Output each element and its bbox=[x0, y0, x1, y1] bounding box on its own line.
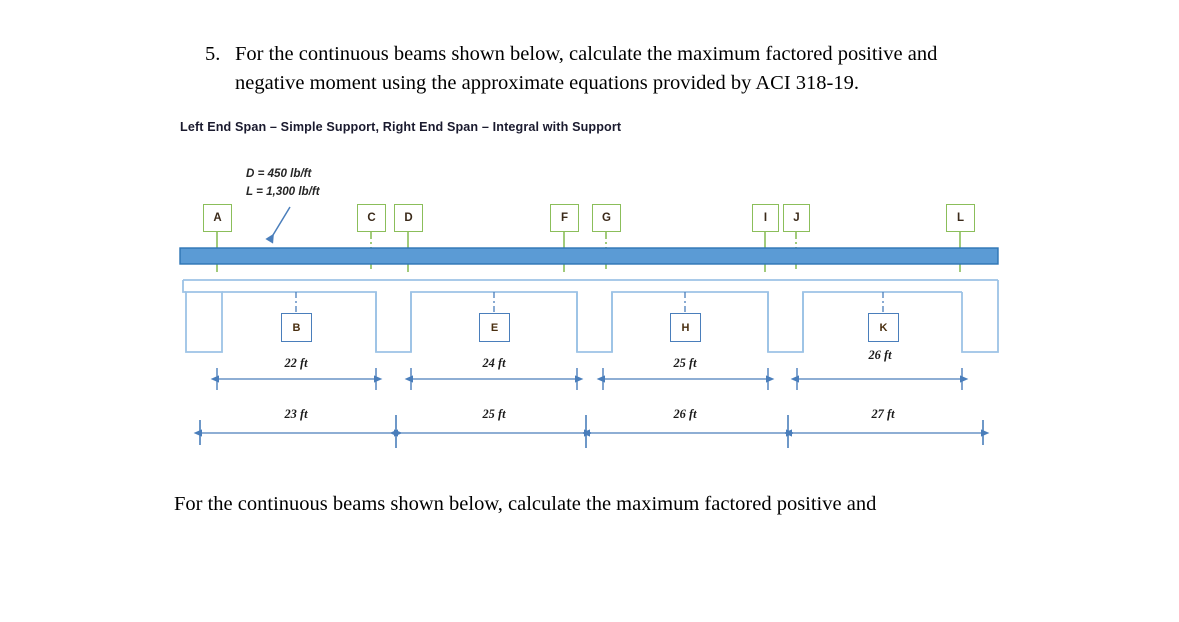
node-label-i-text: I bbox=[763, 212, 768, 224]
top-node-leaders bbox=[216, 232, 961, 272]
clear-span-dim-3: 25 ft bbox=[673, 356, 697, 370]
bottom-node-leaders bbox=[295, 292, 884, 313]
node-label-a[interactable]: A bbox=[203, 204, 232, 232]
question-number: 5. bbox=[205, 43, 221, 65]
node-label-f[interactable]: F bbox=[550, 204, 579, 232]
node-label-l-text: L bbox=[956, 212, 965, 224]
node-label-j-text: J bbox=[793, 212, 800, 224]
clear-span-dim-2: 24 ft bbox=[482, 356, 506, 370]
question-text: For the continuous beams shown below, ca… bbox=[235, 43, 938, 94]
center-span-dim-3: 26 ft bbox=[673, 407, 697, 421]
node-label-a-text: A bbox=[213, 212, 222, 224]
node-label-e-text: E bbox=[490, 321, 499, 334]
center-span-dim-4: 27 ft bbox=[871, 407, 895, 421]
figure-caption: Left End Span – Simple Support, Right En… bbox=[180, 120, 622, 134]
clear-span-dimensions bbox=[210, 368, 969, 390]
node-label-i[interactable]: I bbox=[752, 204, 779, 232]
node-label-k[interactable]: K bbox=[868, 313, 899, 342]
node-label-d-text: D bbox=[404, 212, 413, 224]
dead-load-label: D = 450 lb/ft bbox=[246, 167, 312, 180]
column-stub-edges bbox=[375, 292, 804, 352]
node-label-k-text: K bbox=[879, 321, 888, 334]
live-load-label: L = 1,300 lb/ft bbox=[246, 185, 320, 198]
node-label-g-text: G bbox=[602, 212, 611, 224]
node-label-b[interactable]: B bbox=[281, 313, 312, 342]
question-block: 5. For the continuous beams shown below,… bbox=[205, 40, 1005, 98]
node-label-g[interactable]: G bbox=[592, 204, 621, 232]
clear-span-dim-1: 22 ft bbox=[284, 356, 308, 370]
clear-span-dim-4: 26 ft bbox=[868, 348, 892, 362]
node-label-c[interactable]: C bbox=[357, 204, 386, 232]
question-row: 5. For the continuous beams shown below,… bbox=[205, 40, 1005, 98]
node-label-l[interactable]: L bbox=[946, 204, 975, 232]
node-label-j[interactable]: J bbox=[783, 204, 810, 232]
bottom-paragraph: For the continuous beams shown below, ca… bbox=[174, 493, 877, 515]
node-label-c-text: C bbox=[367, 212, 376, 224]
node-label-h-text: H bbox=[681, 321, 690, 334]
node-label-d[interactable]: D bbox=[394, 204, 423, 232]
center-span-dim-2: 25 ft bbox=[482, 407, 506, 421]
beam-slab bbox=[179, 247, 999, 265]
center-span-dim-1: 23 ft bbox=[284, 407, 308, 421]
load-leader-arrow bbox=[265, 206, 291, 244]
load-labels: D = 450 lb/ft L = 1,300 lb/ft bbox=[246, 165, 320, 201]
node-label-h[interactable]: H bbox=[670, 313, 701, 342]
node-label-b-text: B bbox=[292, 321, 301, 334]
node-label-e[interactable]: E bbox=[479, 313, 510, 342]
node-label-f-text: F bbox=[560, 212, 569, 224]
